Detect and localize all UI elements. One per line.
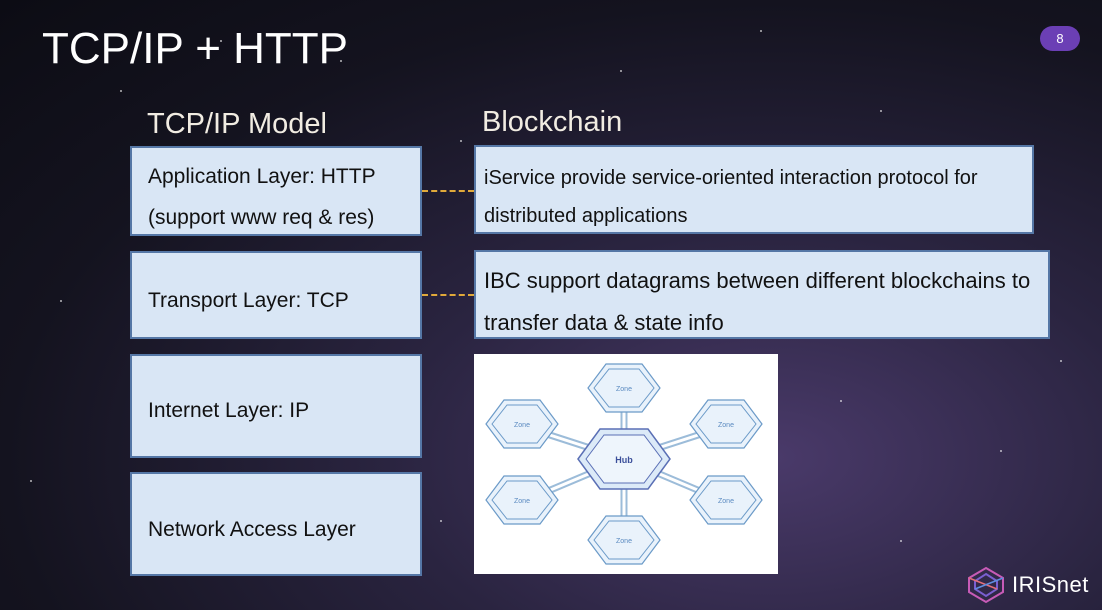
iservice-line1: iService provide service-oriented intera…	[484, 167, 978, 189]
hub-label: Hub	[615, 455, 633, 465]
zone-upper-left-label: Zone	[514, 422, 530, 429]
hub-zone-svg: Zone Zone Zone Zone Zone Zone Hub	[485, 363, 763, 565]
zone-bottom: Zone	[587, 515, 661, 565]
iservice-line2: distributed applications	[484, 205, 688, 227]
transport-layer-label: Transport Layer: TCP	[148, 289, 349, 312]
zone-lower-left: Zone	[485, 475, 559, 525]
connector-dash-application	[422, 190, 474, 192]
irisnet-logo-icon	[968, 566, 1004, 604]
application-layer-line2: (support www req & res)	[148, 206, 375, 229]
zone-top-label: Zone	[616, 386, 632, 393]
internet-layer-label: Internet Layer: IP	[148, 399, 310, 422]
application-layer-box: Application Layer: HTTP (support www req…	[130, 146, 422, 236]
network-access-layer-box: Network Access Layer	[130, 472, 422, 576]
zone-upper-right-label: Zone	[718, 422, 734, 429]
irisnet-logo-text: IRISnet	[1012, 572, 1089, 597]
hub-zone-diagram: Zone Zone Zone Zone Zone Zone Hub	[474, 354, 778, 574]
network-access-layer-label: Network Access Layer	[148, 518, 356, 541]
zone-lower-right: Zone	[689, 475, 763, 525]
zone-upper-left: Zone	[485, 399, 559, 449]
iservice-box: iService provide service-oriented intera…	[474, 145, 1034, 234]
ibc-line1: IBC support datagrams between different …	[484, 268, 1031, 293]
ibc-box: IBC support datagrams between different …	[474, 250, 1050, 339]
connector-dash-transport	[422, 294, 474, 296]
tcpip-model-heading: TCP/IP Model	[147, 108, 327, 140]
transport-layer-box: Transport Layer: TCP	[130, 251, 422, 339]
zone-lower-left-label: Zone	[514, 498, 530, 505]
blockchain-heading: Blockchain	[482, 106, 623, 138]
internet-layer-box: Internet Layer: IP	[130, 354, 422, 458]
application-layer-line1: Application Layer: HTTP	[148, 165, 376, 188]
zone-lower-right-label: Zone	[718, 498, 734, 505]
zone-upper-right: Zone	[689, 399, 763, 449]
page-number-badge: 8	[1040, 26, 1080, 51]
zone-top: Zone	[587, 363, 661, 413]
slide-title: TCP/IP + HTTP	[42, 24, 349, 73]
zone-bottom-label: Zone	[616, 538, 632, 545]
irisnet-logo: IRISnet	[966, 566, 1089, 604]
hub-node: Hub	[577, 428, 671, 490]
ibc-line2: transfer data & state info	[484, 310, 724, 335]
